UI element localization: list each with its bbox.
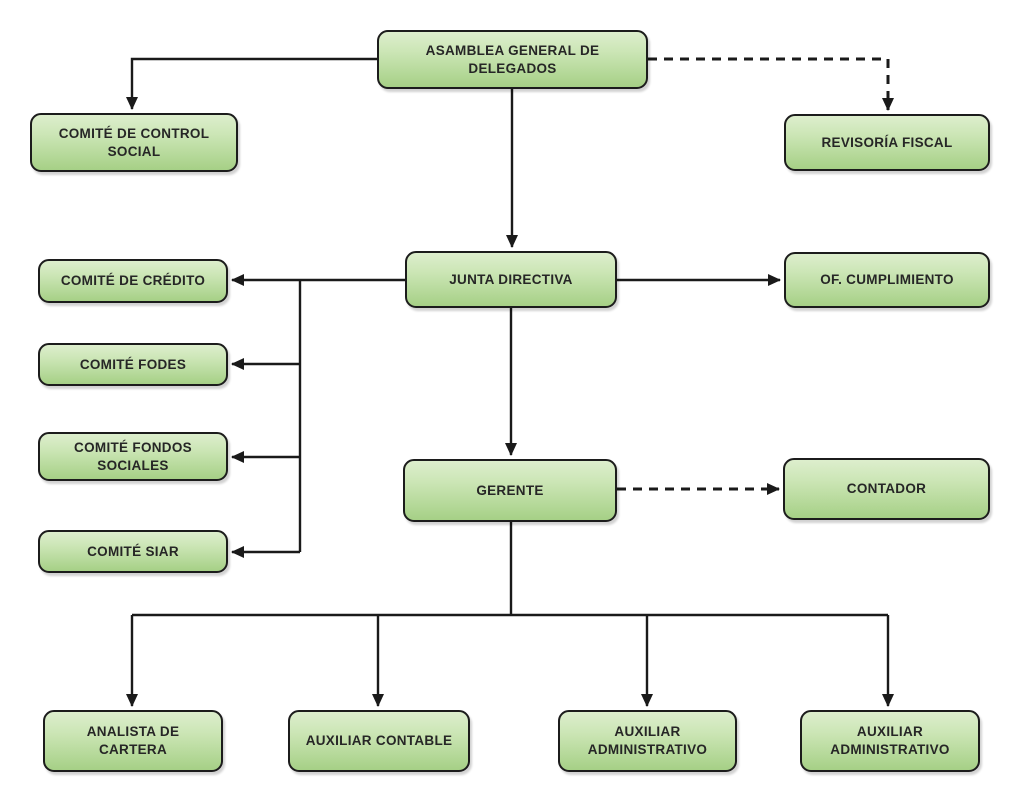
node-label: GERENTE xyxy=(476,482,544,498)
node-auxiliar-administrativo-1: AUXILIAR ADMINISTRATIVO xyxy=(558,710,737,772)
node-contador: CONTADOR xyxy=(783,458,990,520)
node-label: AUXILIAR CONTABLE xyxy=(305,733,453,749)
node-label: OF. CUMPLIMIENTO xyxy=(820,272,954,288)
edge-asamblea-control-social xyxy=(126,57,377,110)
node-label: AUXILIAR ADMINISTRATIVO xyxy=(587,724,708,757)
node-comite-fodes: COMITÉ FODES xyxy=(38,343,228,386)
node-revisoria-fiscal: REVISORÍA FISCAL xyxy=(784,114,990,171)
node-label: CONTADOR xyxy=(846,481,927,497)
edge-asamblea-revisoria-fiscal xyxy=(648,57,894,111)
node-comite-fondos-sociales: COMITÉ FONDOS SOCIALES xyxy=(38,432,228,481)
node-label: COMITÉ DE CRÉDITO xyxy=(60,273,206,289)
node-label: COMITÉ DE CONTROL SOCIAL xyxy=(58,125,210,159)
node-comite-de-control-social: COMITÉ DE CONTROL SOCIAL xyxy=(30,113,238,172)
node-label: REVISORÍA FISCAL xyxy=(821,134,953,150)
node-asamblea-general-de-delegados: ASAMBLEA GENERAL DE DELEGADOS xyxy=(377,30,648,89)
node-label: AUXILIAR ADMINISTRATIVO xyxy=(830,724,950,757)
node-analista-de-cartera: ANALISTA DE CARTERA xyxy=(43,710,223,772)
node-label: COMITÉ FODES xyxy=(79,356,187,372)
node-junta-directiva: JUNTA DIRECTIVA xyxy=(405,251,617,308)
node-comite-siar: COMITÉ SIAR xyxy=(38,530,228,573)
node-auxiliar-administrativo-2: AUXILIAR ADMINISTRATIVO xyxy=(800,710,980,772)
node-of-cumplimiento: OF. CUMPLIMIENTO xyxy=(784,252,990,308)
node-label: ASAMBLEA GENERAL DE DELEGADOS xyxy=(425,42,600,76)
node-label: ANALISTA DE CARTERA xyxy=(86,724,180,757)
node-comite-de-credito: COMITÉ DE CRÉDITO xyxy=(38,259,228,303)
node-label: COMITÉ FONDOS SOCIALES xyxy=(74,439,192,473)
node-label: COMITÉ SIAR xyxy=(87,543,179,559)
node-gerente: GERENTE xyxy=(403,459,617,522)
node-label: JUNTA DIRECTIVA xyxy=(449,271,573,287)
node-auxiliar-contable: AUXILIAR CONTABLE xyxy=(288,710,470,772)
